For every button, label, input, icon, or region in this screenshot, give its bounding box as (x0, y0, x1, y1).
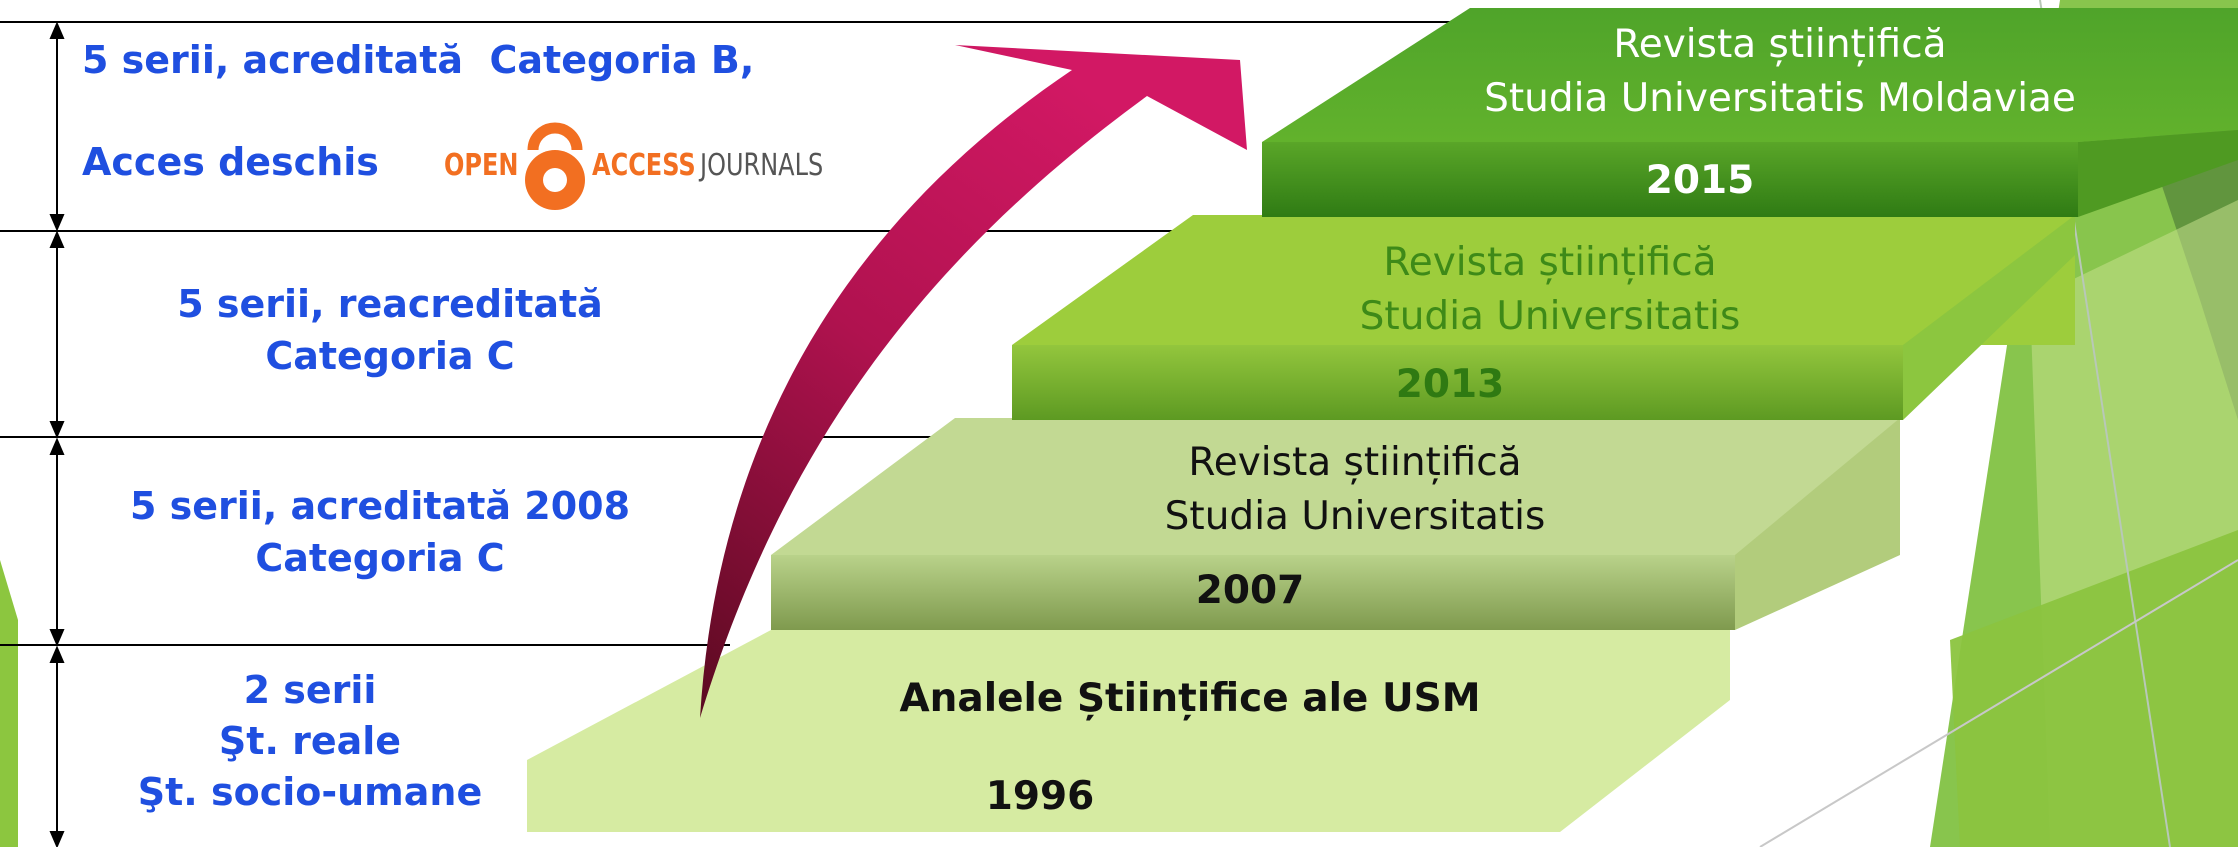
logo-access-text: ACCESS (592, 148, 696, 183)
level-1-line-3: Şt. socio-umane (137, 770, 483, 814)
level-2-label: 5 serii, acreditată 2008 Categoria C (50, 480, 710, 584)
step-4-top (1262, 8, 2238, 142)
step-1-title: Analele Științifice ale USM (899, 676, 1481, 721)
step-1-top (527, 630, 1730, 832)
step-3-title-line-2: Studia Universitatis (1359, 294, 1741, 339)
step-3-year: 2013 (1395, 362, 1505, 407)
level-3-line-2: Categoria C (265, 334, 515, 378)
step-2-top (771, 418, 1900, 555)
step-4-title-line-2: Studia Universitatis Moldaviae (1484, 76, 2076, 121)
step-2-title-line-2: Studia Universitatis (1164, 494, 1546, 539)
level-1-label: 2 serii Şt. reale Şt. socio-umane (100, 665, 520, 818)
step-1-year: 1996 (985, 774, 1095, 819)
bg-left-shape (0, 560, 18, 847)
step-3-riser (1012, 345, 1903, 420)
step-4-year: 2015 (1645, 158, 1755, 203)
step-2-year: 2007 (1195, 568, 1305, 613)
level-4-line-2: Acces deschis (82, 140, 379, 184)
logo-journals-text: JOURNALS (700, 148, 824, 183)
step-3-top (1012, 215, 2075, 345)
step-2-title: Revista științifică Studia Universitatis (1055, 436, 1655, 544)
step-2-side (1735, 418, 1900, 630)
step-3-side (1903, 215, 2075, 420)
step-2-title-line-1: Revista științifică (1188, 440, 1522, 485)
bg-diag-line (1759, 559, 2238, 847)
open-access-lock-icon (525, 122, 585, 210)
bg-right-shape-4 (1950, 530, 2238, 847)
step-4-title: Revista științifică Studia Universitatis… (1380, 18, 2180, 126)
level-3-line-1: 5 serii, reacreditată (177, 282, 603, 326)
level-1-line-1: 2 serii (243, 668, 377, 712)
level-2-line-2: Categoria C (255, 536, 505, 580)
dimension-arrows (49, 21, 65, 847)
level-1-line-2: Şt. reale (218, 719, 402, 763)
growth-arrow (700, 45, 1247, 718)
logo-open-text: OPEN (444, 148, 519, 183)
open-access-logo (525, 122, 585, 210)
step-4-title-line-1: Revista științifică (1613, 22, 1947, 67)
level-3-label: 5 serii, reacreditată Categoria C (60, 278, 720, 382)
step-2-riser (771, 555, 1735, 630)
level-4-line-1: 5 serii, acreditată Categoria B, (82, 38, 755, 82)
step-3-title: Revista științifică Studia Universitatis (1250, 236, 1850, 344)
step-3-title-line-1: Revista științifică (1383, 240, 1717, 285)
step-4-side (2078, 130, 2238, 217)
step-4-riser (1262, 142, 2078, 217)
level-2-line-1: 5 serii, acreditată 2008 (129, 484, 631, 528)
